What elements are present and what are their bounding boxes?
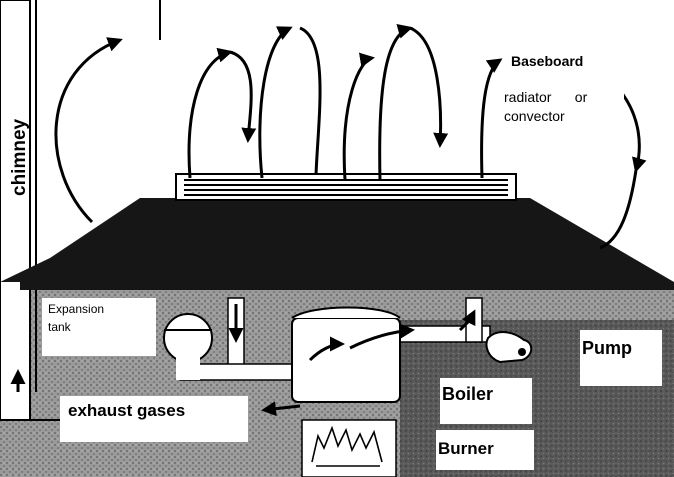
burner bbox=[301, 419, 397, 477]
tank-label: tank bbox=[48, 320, 72, 334]
pipes bbox=[176, 297, 491, 381]
baseboard-label-box bbox=[504, 48, 624, 128]
burner-label: Burner bbox=[438, 439, 494, 458]
floor-slab bbox=[0, 198, 674, 282]
flow-arrows bbox=[10, 304, 476, 417]
expansion-label-box bbox=[42, 298, 156, 356]
baseboard-label: Baseboard bbox=[511, 53, 583, 69]
convection-arrows bbox=[54, 24, 647, 250]
convector-label: convector bbox=[504, 108, 565, 124]
boiler bbox=[291, 317, 401, 403]
boiler-label-box bbox=[440, 378, 532, 424]
chimney-wall bbox=[0, 0, 31, 421]
radiator-fins bbox=[184, 179, 508, 196]
burner-label-box bbox=[436, 430, 534, 470]
pump-label-box bbox=[580, 330, 662, 386]
exhaust-channel bbox=[60, 396, 248, 442]
pump-label: Pump bbox=[582, 338, 632, 358]
exhaust-gases-label: exhaust gases bbox=[68, 401, 185, 420]
chimney-label: chimney bbox=[9, 118, 30, 196]
expansion-label: Expansion bbox=[48, 302, 104, 316]
boiler-label: Boiler bbox=[442, 384, 493, 404]
burner-flames bbox=[311, 425, 383, 467]
radiator-or-label: radiator or bbox=[504, 89, 588, 105]
